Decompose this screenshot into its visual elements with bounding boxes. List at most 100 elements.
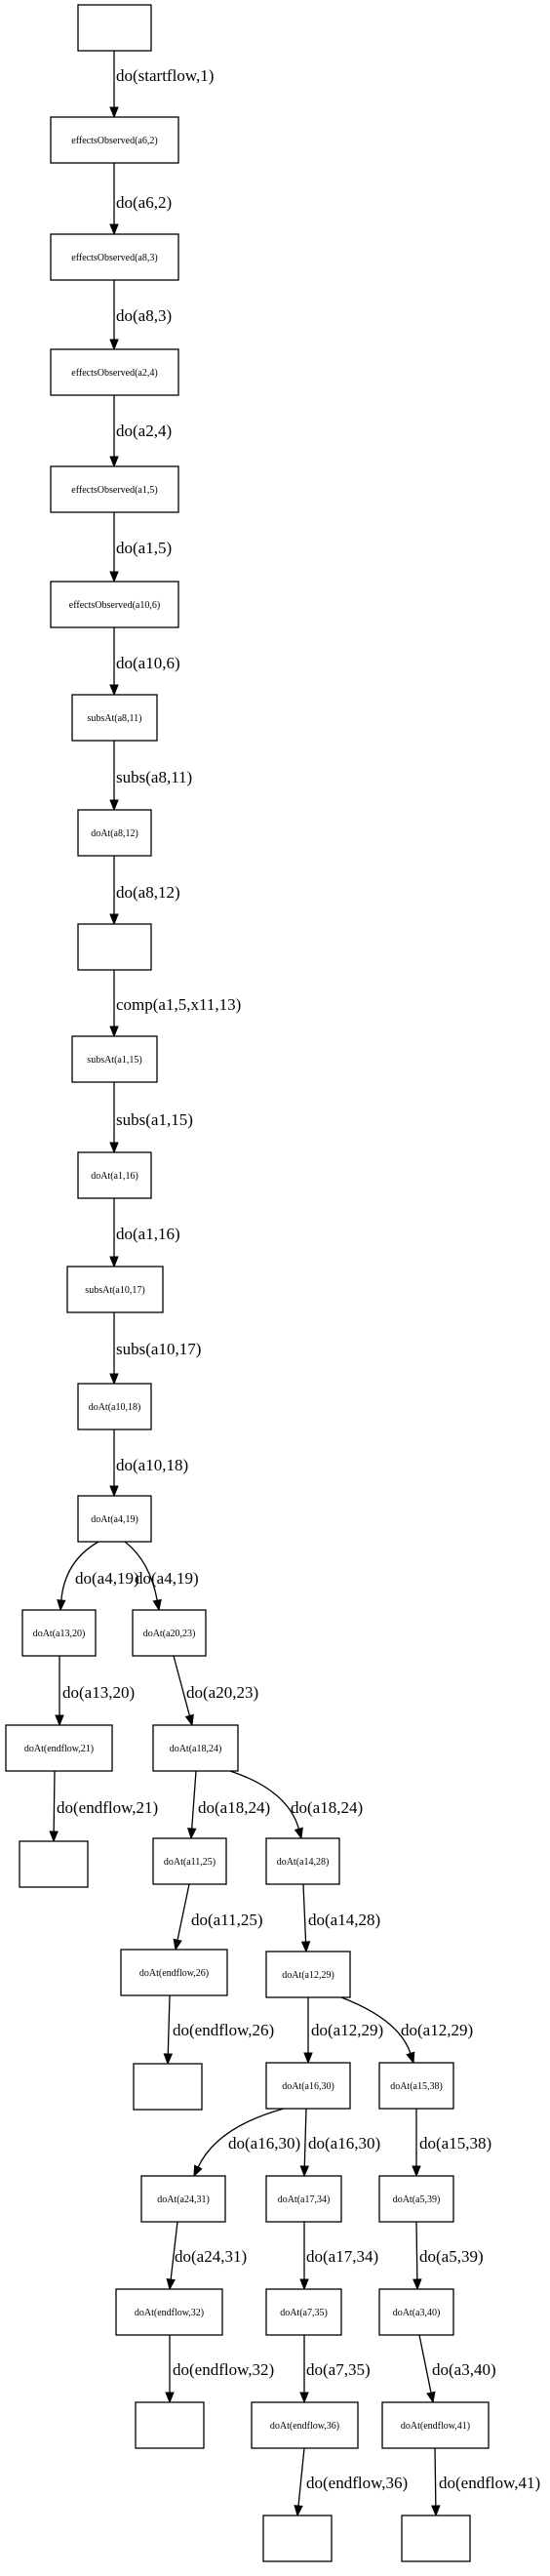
state-node: doAt(a8,12): [77, 809, 152, 857]
node-label: doAt(a12,29): [282, 1970, 334, 1981]
edge-line: [297, 2447, 305, 2508]
arrowhead-icon: [109, 913, 119, 926]
node-box: [120, 1949, 228, 1996]
empty-state-node: [135, 2401, 205, 2449]
edge-label: do(a2,4): [116, 422, 172, 440]
state-node: doAt(endflow,26): [120, 1949, 228, 1996]
state-node: effectsObserved(a8,3): [50, 233, 179, 281]
edge-n24-n27: do(a16,30): [299, 2108, 380, 2178]
arrowhead-icon: [55, 1714, 64, 1727]
edge-n11-n12: subs(a10,17): [109, 1312, 201, 1386]
edge-n33-n35: do(endflow,36): [294, 2447, 408, 2517]
arrowhead-icon: [300, 1941, 311, 1953]
state-node: subsAt(a1,15): [71, 1035, 158, 1083]
edge-label: do(a24,31): [175, 2247, 247, 2266]
edge-label: do(a12,29): [311, 2021, 383, 2039]
node-label: doAt(a1,16): [91, 1171, 138, 1182]
edge-label: do(a18,24): [198, 1798, 270, 1817]
node-box: [251, 2401, 359, 2449]
node-box: [50, 116, 179, 164]
arrowhead-icon: [294, 2505, 303, 2517]
edge-n4-n5: do(a1,5): [109, 512, 172, 584]
arrowhead-icon: [173, 1938, 182, 1952]
edge-label: do(a16,30): [228, 2134, 300, 2153]
arrowhead-icon: [109, 1256, 119, 1268]
node-box: [77, 1495, 152, 1543]
edge-label: subs(a8,11): [116, 768, 192, 786]
arrowhead-icon: [152, 1598, 162, 1612]
edge-n17-n20: do(a18,24): [229, 1770, 363, 1840]
arrowhead-icon: [412, 2278, 422, 2291]
node-label: effectsObserved(a2,4): [71, 368, 157, 379]
edge-label: do(a7,35): [306, 2360, 371, 2379]
state-node: doAt(a12,29): [265, 1951, 351, 1998]
arrowhead-icon: [303, 2052, 313, 2065]
arrowhead-icon: [109, 339, 119, 351]
edge-label: do(a1,16): [116, 1225, 180, 1243]
node-box: [19, 1840, 89, 1888]
edge-label: do(startflow,1): [116, 66, 214, 85]
arrowhead-icon: [109, 799, 119, 812]
node-box: [21, 1609, 97, 1657]
arrowhead-icon: [294, 1827, 303, 1840]
node-box: [152, 1724, 239, 1772]
edge-n0-n1: do(startflow,1): [109, 51, 214, 119]
edge-n1-n2: do(a6,2): [109, 163, 172, 236]
arrowhead-icon: [109, 1142, 119, 1154]
node-box: [265, 2062, 351, 2110]
edge-n29-n32: do(endflow,32): [165, 2335, 274, 2404]
node-label: doAt(a10,18): [89, 1402, 141, 1413]
edge-n14-n16: do(a13,20): [55, 1656, 135, 1727]
empty-state-node: [133, 2063, 203, 2111]
edge-n7-n8: do(a8,12): [109, 856, 180, 926]
edge-line: [229, 1770, 300, 1831]
node-label: effectsObserved(a8,3): [71, 253, 157, 263]
node-box: [71, 1035, 158, 1083]
state-node: doAt(endflow,36): [251, 2401, 359, 2449]
node-label: doAt(a8,12): [91, 828, 138, 839]
state-node: effectsObserved(a1,5): [50, 465, 179, 513]
node-box: [77, 1151, 152, 1199]
edge-label: do(a4,19): [75, 1569, 139, 1588]
node-label: subsAt(a1,15): [87, 1055, 141, 1066]
node-box: [71, 694, 158, 742]
edge-label: do(endflow,21): [57, 1798, 158, 1817]
state-node: doAt(a14,28): [265, 1837, 340, 1885]
state-node: doAt(a10,18): [77, 1383, 152, 1430]
node-label: effectsObserved(a10,6): [69, 600, 160, 611]
edge-label: do(a10,6): [116, 654, 180, 672]
state-node: subsAt(a8,11): [71, 694, 158, 742]
node-box: [140, 2175, 226, 2223]
node-box: [152, 1837, 227, 1885]
arrowhead-icon: [299, 2392, 309, 2404]
edge-label: do(a11,25): [191, 1911, 263, 1929]
node-label: doAt(a14,28): [277, 1857, 330, 1868]
edge-n22-n25: do(a12,29): [340, 1996, 473, 2065]
edge-line: [302, 1883, 307, 1944]
state-node: doAt(a11,25): [152, 1837, 227, 1885]
edge-label: do(endflow,41): [439, 2474, 540, 2492]
node-box: [77, 809, 152, 857]
state-node: doAt(a4,19): [77, 1495, 152, 1543]
arrowhead-icon: [109, 1485, 119, 1498]
edge-line: [170, 2221, 178, 2281]
edge-n15-n17: do(a20,23): [173, 1655, 258, 1727]
node-label: doAt(a18,24): [170, 1744, 222, 1754]
edge-n13-n15: do(a4,19): [124, 1541, 199, 1612]
state-node: effectsObserved(a2,4): [50, 348, 179, 396]
arrowhead-icon: [165, 2392, 175, 2404]
edge-label: do(a15,38): [419, 2134, 491, 2153]
edge-label: do(endflow,26): [173, 2021, 274, 2039]
edge-n17-n19: do(a18,24): [187, 1770, 270, 1840]
edge-n27-n30: do(a17,34): [299, 2222, 378, 2291]
empty-state-node: [19, 1840, 89, 1888]
edge-label: do(a20,23): [186, 1683, 258, 1702]
state-node: effectsObserved(a10,6): [50, 581, 179, 628]
edge-label: do(endflow,36): [306, 2474, 408, 2492]
state-node: doAt(a13,20): [21, 1609, 97, 1657]
arrowhead-icon: [57, 1599, 66, 1612]
arrowhead-icon: [193, 2164, 203, 2178]
node-box: [5, 1724, 113, 1772]
node-box: [378, 2288, 454, 2336]
